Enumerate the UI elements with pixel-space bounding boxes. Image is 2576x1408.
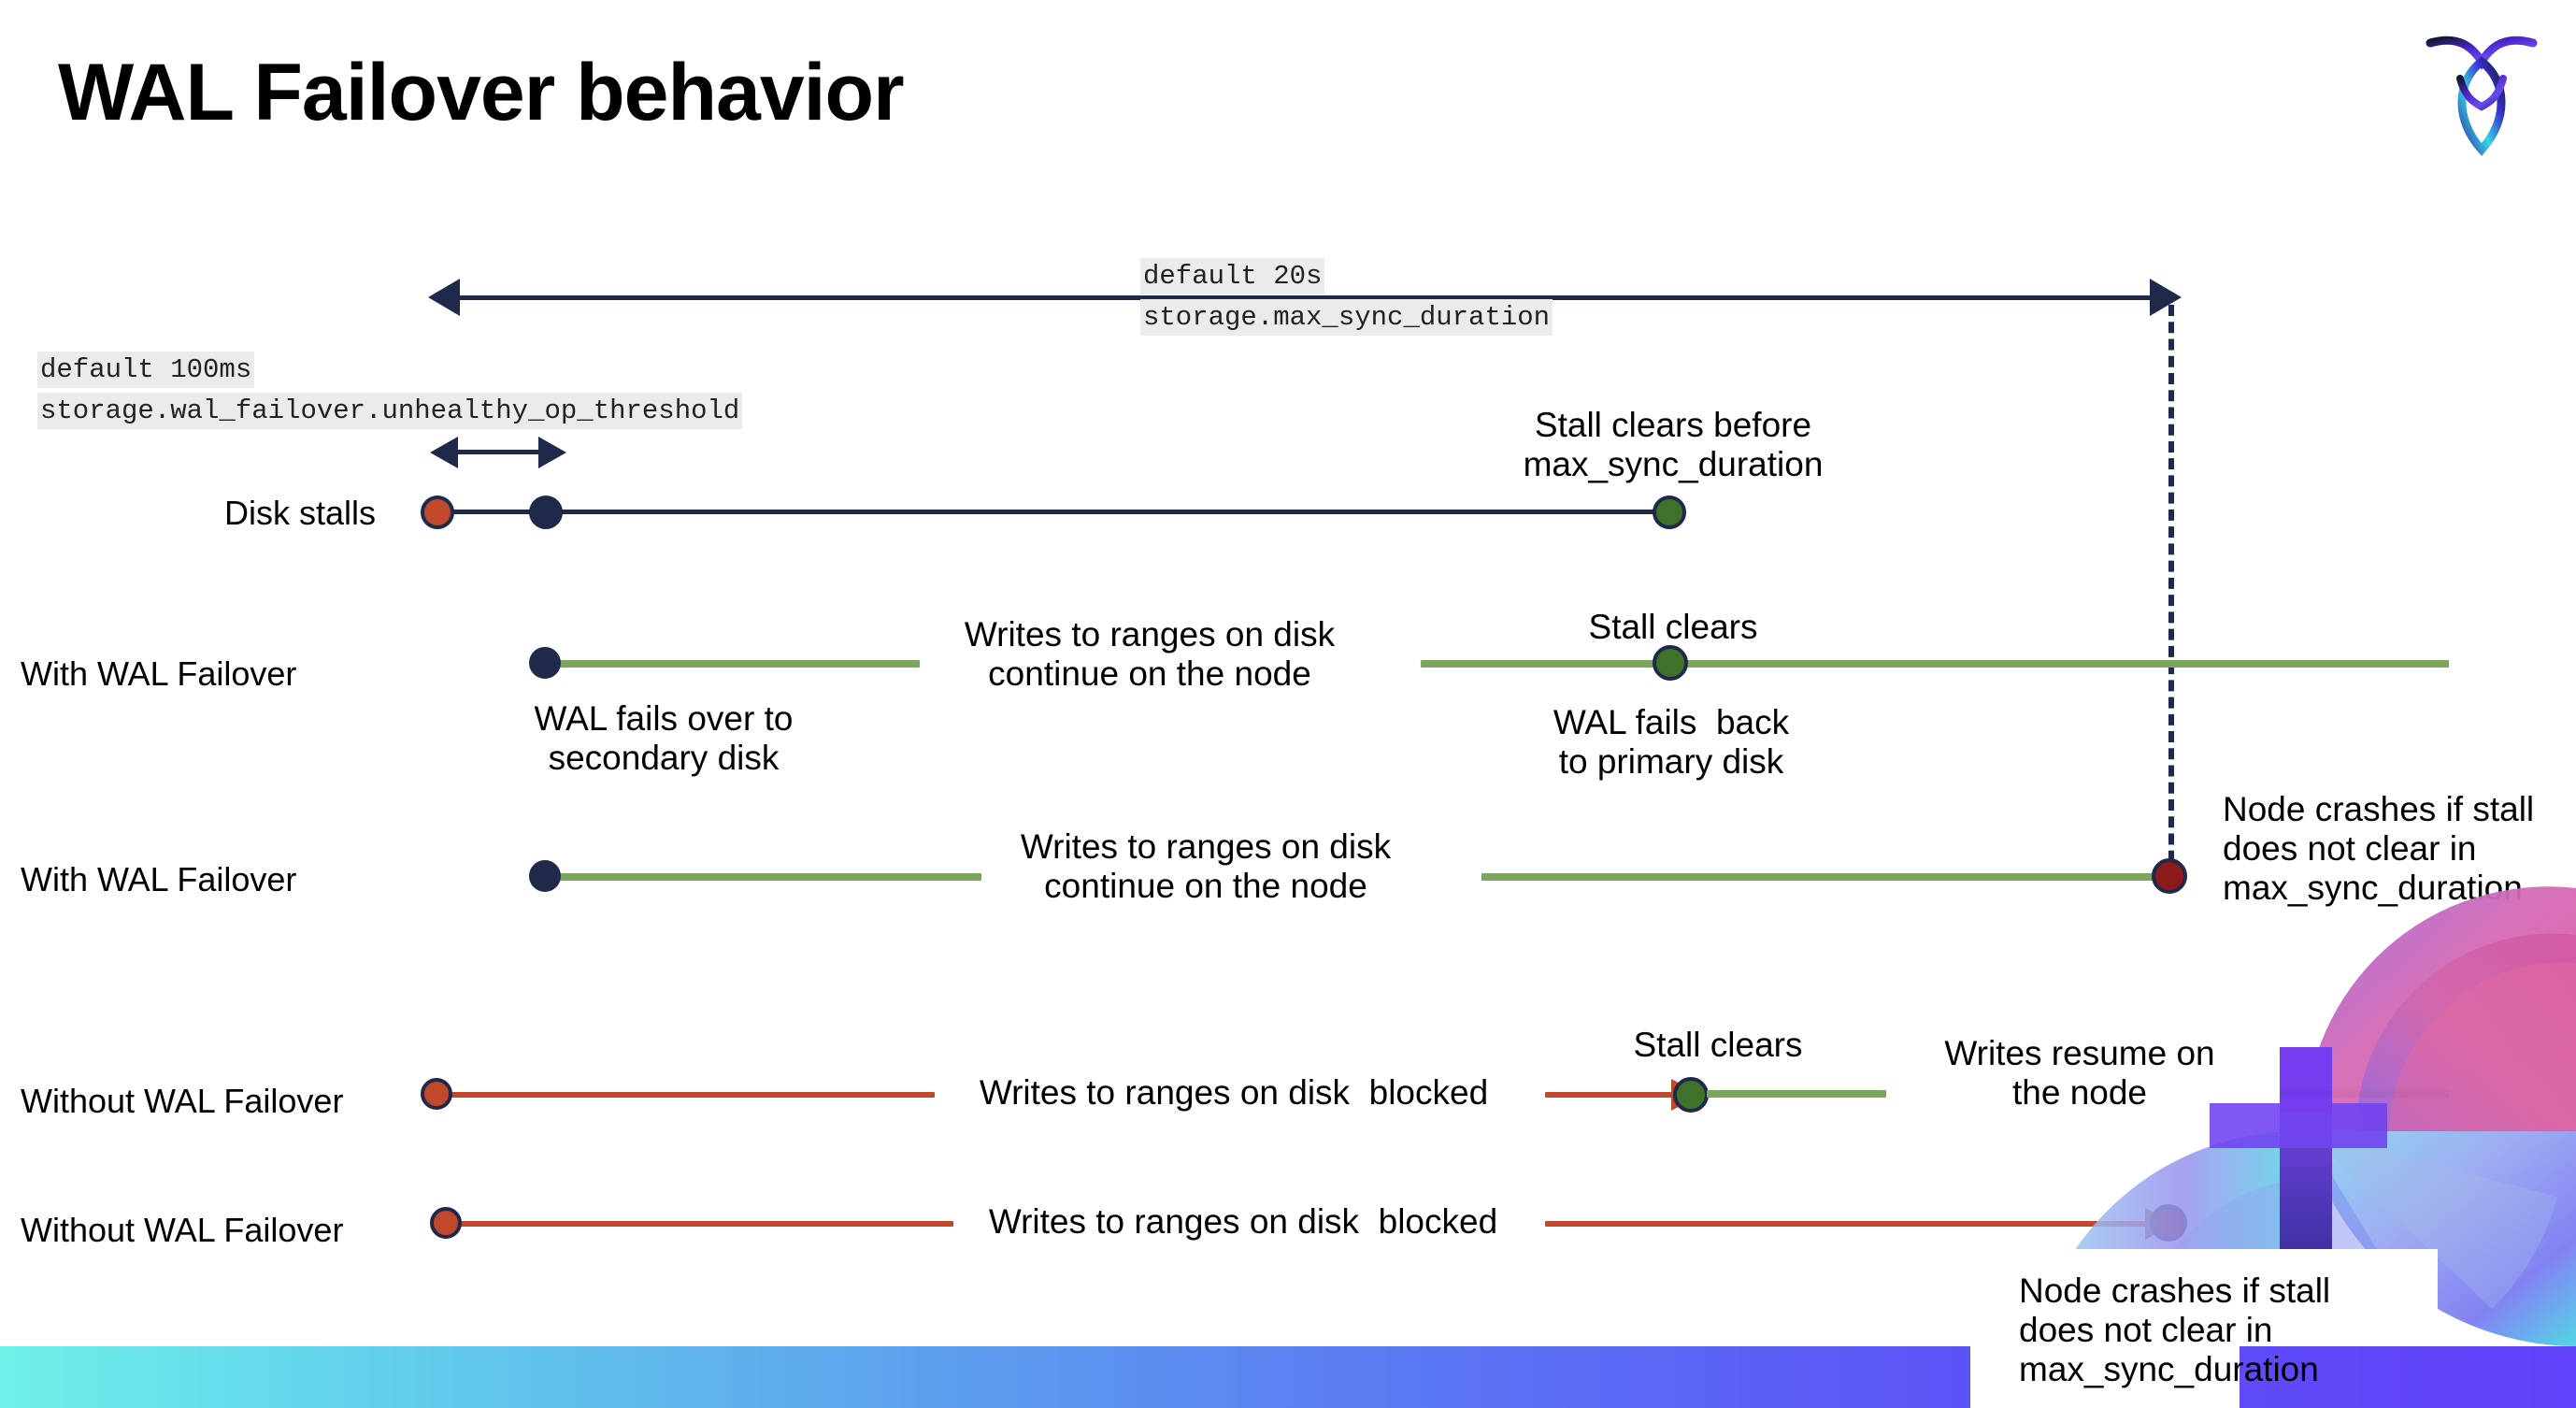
disk-stalls-start-marker (421, 496, 454, 529)
disk-stalls-threshold-marker (529, 496, 563, 529)
without-failover-1-blocked-line-b (1545, 1092, 1676, 1098)
with-failover-2-failover-marker (529, 860, 561, 892)
without-failover-1-stall-clears-marker (1673, 1077, 1709, 1113)
annot-without-failover-2-crash: Node crashes if stall does not clear in … (2019, 1272, 2331, 1389)
row-label-without-wal-failover-1: Without WAL Failover (21, 1082, 344, 1120)
unhealthy-op-threshold-setting-chip: storage.wal_failover.unhealthy_op_thresh… (37, 393, 743, 430)
without-failover-2-crash-marker (2150, 1204, 2187, 1242)
annot-with-failover-2-crash: Node crashes if stall does not clear in … (2223, 790, 2535, 908)
max-sync-duration-span-line (458, 295, 2152, 300)
cockroachdb-logo (2421, 22, 2542, 158)
annot-with-failover-1-writes: Writes to ranges on disk continue on the… (964, 615, 1336, 694)
annot-without-failover-1-blocked: Writes to ranges on disk blocked (979, 1073, 1489, 1112)
annot-without-failover-1-resume: Writes resume on the node (1944, 1034, 2215, 1113)
annot-wal-fails-over: WAL fails over to secondary disk (534, 699, 794, 778)
annot-without-failover-1-stall-clears: Stall clears (1633, 1026, 1803, 1064)
row-label-disk-stalls: Disk stalls (224, 494, 377, 532)
unhealthy-op-threshold-default-chip: default 100ms (37, 352, 255, 389)
annot-with-failover-2-writes: Writes to ranges on disk continue on the… (1020, 827, 1392, 906)
unhealthy-op-threshold-arrow-left-head (430, 437, 458, 468)
disk-stalls-timeline (447, 510, 1681, 514)
with-failover-1-line-segment-a (542, 660, 920, 668)
row-label-without-wal-failover-2: Without WAL Failover (21, 1211, 344, 1249)
row-label-with-wal-failover-2: With WAL Failover (21, 860, 297, 898)
without-failover-1-resume-line-b (2281, 1090, 2449, 1098)
without-failover-2-blocked-line-a (456, 1221, 953, 1227)
annot-wal-fails-back: WAL fails back to primary disk (1553, 703, 1790, 782)
annot-without-failover-2-blocked: Writes to ranges on disk blocked (988, 1202, 1498, 1241)
max-sync-duration-arrow-right-head (2150, 279, 2182, 316)
page-title: WAL Failover behavior (58, 48, 905, 137)
without-failover-1-blocked-line-a (447, 1092, 935, 1098)
without-failover-1-start-marker (421, 1078, 452, 1110)
unhealthy-op-threshold-arrow-right-head (538, 437, 566, 468)
max-sync-duration-arrow-left-head (428, 279, 460, 316)
bottom-bar-notch (1970, 1346, 2240, 1408)
with-failover-2-line-segment-a (542, 873, 981, 881)
annot-stall-clears-before-max-sync: Stall clears before max_sync_duration (1523, 406, 1824, 484)
without-failover-2-start-marker (430, 1207, 462, 1239)
with-failover-1-stall-clears-marker (1653, 645, 1688, 681)
without-failover-2-blocked-line-b (1545, 1221, 2153, 1227)
with-failover-2-crash-marker (2152, 858, 2187, 894)
without-failover-1-resume-line-a (1707, 1090, 1886, 1098)
disk-stalls-clear-marker (1653, 496, 1686, 529)
max-sync-duration-setting-chip: storage.max_sync_duration (1140, 299, 1553, 337)
unhealthy-op-threshold-span-line (456, 450, 542, 454)
row-label-with-wal-failover-1: With WAL Failover (21, 654, 297, 693)
with-failover-1-failover-marker (529, 647, 561, 679)
with-failover-2-line-segment-b (1481, 873, 2173, 881)
max-sync-duration-dashed-guide (2168, 305, 2174, 879)
with-failover-1-line-segment-b (1421, 660, 2449, 668)
annot-with-failover-1-stall-clears: Stall clears (1588, 608, 1758, 646)
max-sync-duration-default-chip: default 20s (1140, 258, 1325, 295)
